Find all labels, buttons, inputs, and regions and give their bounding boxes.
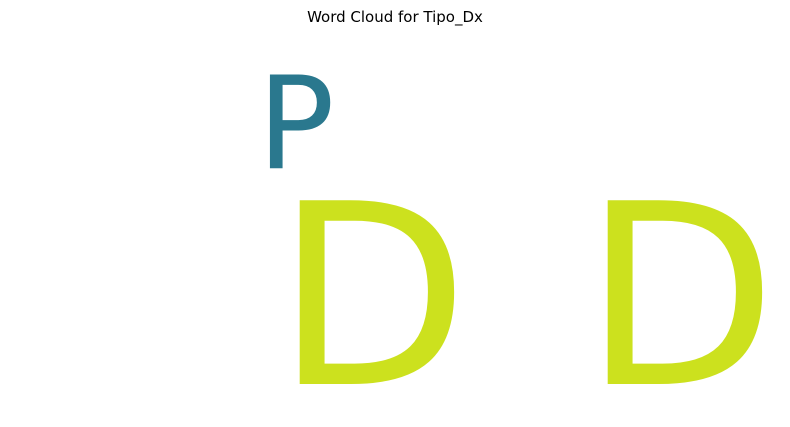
chart-title: Word Cloud for Tipo_Dx: [307, 8, 483, 26]
word-d-left: D: [275, 151, 469, 427]
word-d-right: D: [583, 151, 777, 427]
word-p: P: [257, 50, 334, 199]
